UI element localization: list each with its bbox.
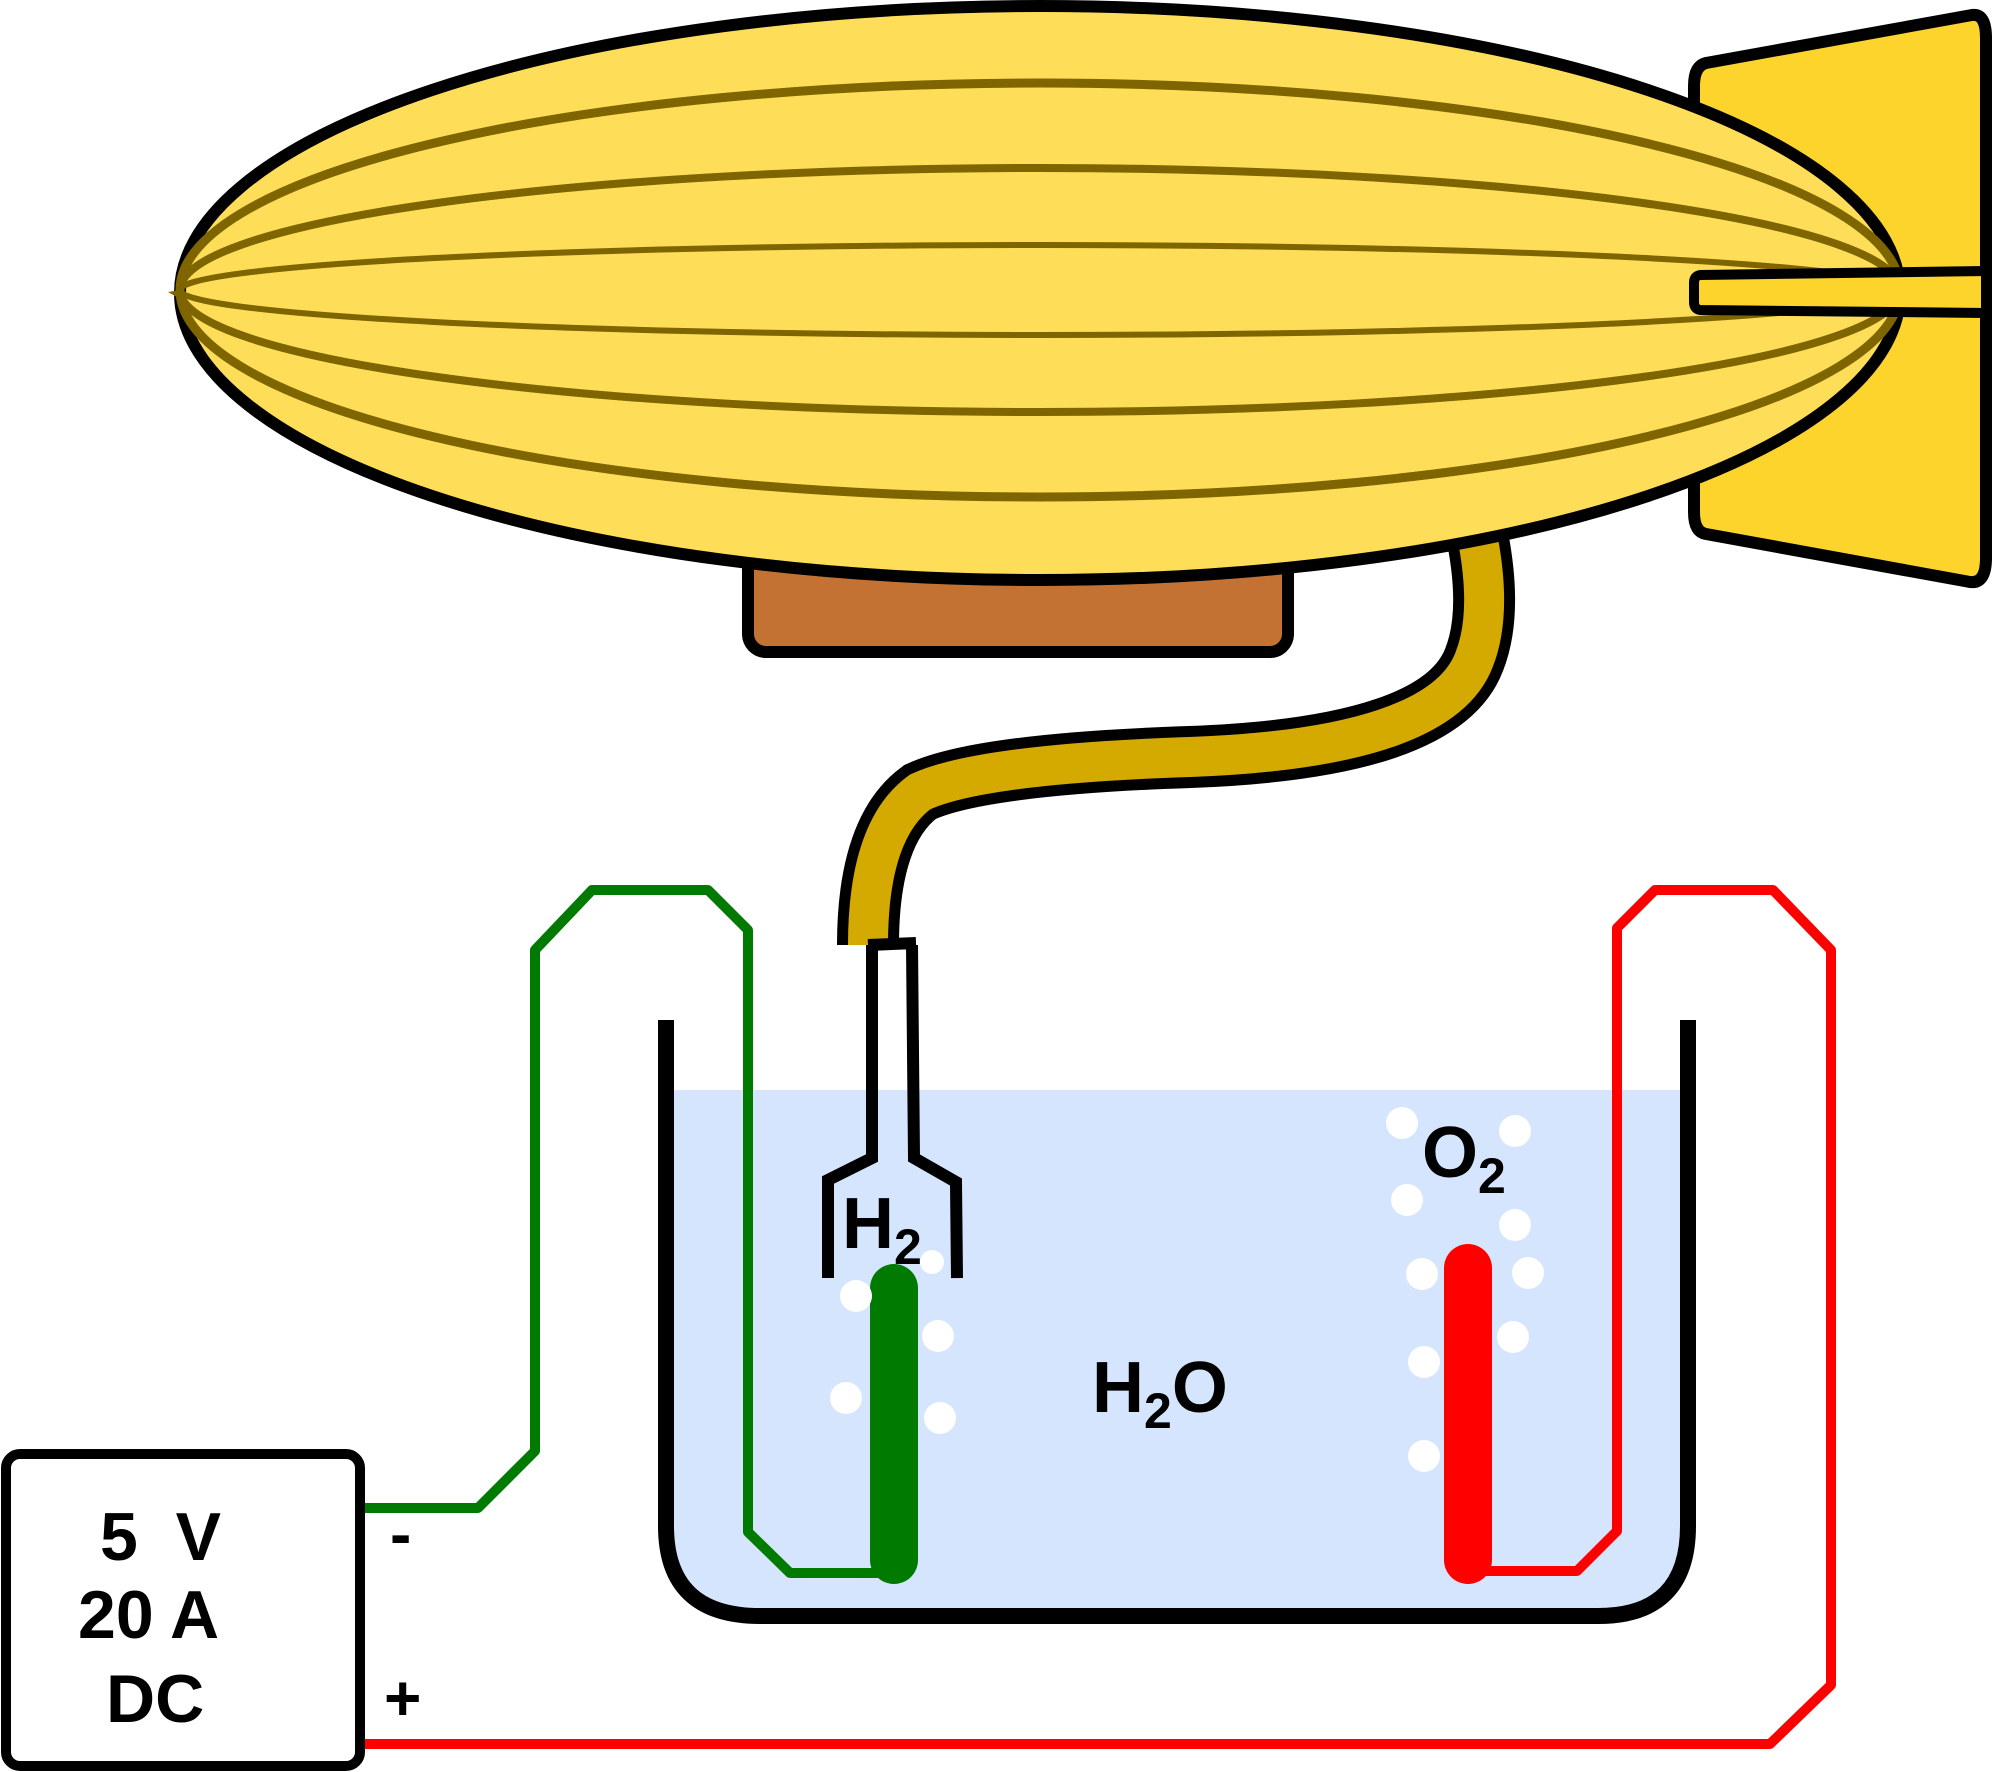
power-supply-current: 20 A (78, 1577, 219, 1653)
airship-nose-tip (168, 290, 182, 300)
collection-tube (822, 937, 963, 1279)
water-label: H2O (1092, 1348, 1228, 1439)
tank (658, 1020, 1696, 1624)
hydrogen-bubbles (830, 1250, 956, 1434)
oxygen-label: O2 (1422, 1113, 1506, 1204)
oxygen-bubbles (1386, 1107, 1544, 1472)
anode-wire (350, 885, 1836, 1749)
power-supply (1, 1449, 365, 1771)
negative-terminal-sign: - (390, 1498, 411, 1570)
positive-terminal-sign: + (384, 1662, 421, 1734)
airship-stabilizer (1689, 266, 1991, 318)
water (666, 1090, 1688, 1616)
cathode-wire (350, 885, 895, 1578)
gas-hose-inner (848, 536, 1505, 946)
hydrogen-label: H2 (842, 1184, 922, 1275)
power-supply-voltage: 5 V (100, 1499, 221, 1575)
power-supply-type: DC (106, 1661, 204, 1737)
